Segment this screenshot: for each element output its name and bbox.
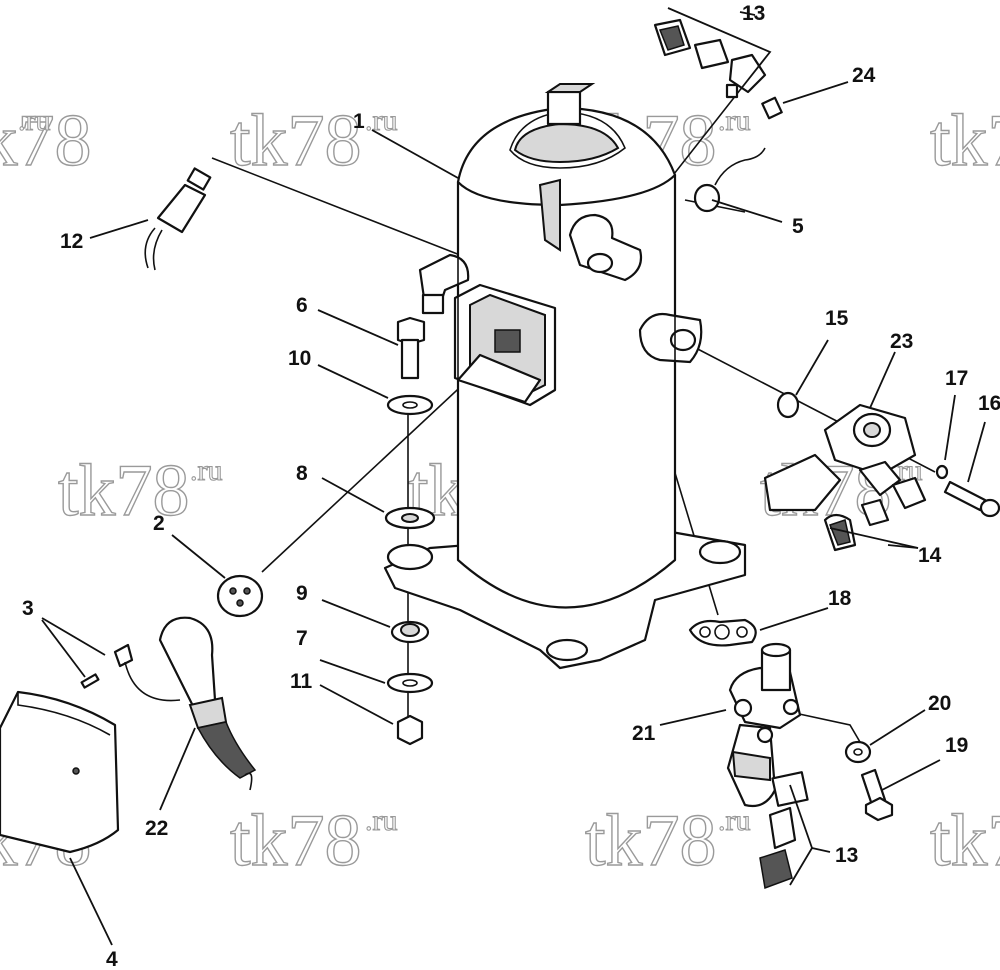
watermark: tk78 xyxy=(929,799,1000,882)
watermark: tk78.ru xyxy=(0,99,92,182)
svg-text:.ru: .ru xyxy=(190,454,223,487)
svg-text:.ru: .ru xyxy=(18,104,51,137)
callout-6: 6 xyxy=(296,294,308,317)
o-ring-15 xyxy=(776,391,800,419)
svg-text:tk78: tk78 xyxy=(930,800,1000,882)
callout-leaders xyxy=(41,7,986,946)
bolt-16 xyxy=(943,480,1000,518)
svg-text:tk78: tk78 xyxy=(930,100,1000,182)
sensor-5 xyxy=(693,147,766,213)
fitting-kit-14 xyxy=(823,498,890,552)
callout-16: 16 xyxy=(978,392,1000,415)
callout-14: 14 xyxy=(918,544,942,567)
svg-text:.ru: .ru xyxy=(718,104,751,137)
svg-text:tk78: tk78 xyxy=(585,800,717,882)
discharge-valve-21 xyxy=(726,642,802,808)
service-valve-23 xyxy=(763,403,927,512)
svg-text:tk78: tk78 xyxy=(58,450,190,532)
o-ring-17 xyxy=(935,464,949,480)
callout-labels: 1 2 3 4 5 6 7 8 9 10 11 12 13 13 14 15 1… xyxy=(22,2,1000,970)
terminal-screws-3 xyxy=(80,643,181,702)
watermark: tk78 xyxy=(929,99,1000,182)
callout-2: 2 xyxy=(153,512,165,535)
callout-5: 5 xyxy=(792,215,804,238)
grommet-2 xyxy=(216,574,264,618)
callout-8: 8 xyxy=(296,462,308,485)
callout-13-bottom: 13 xyxy=(835,844,858,867)
watermark: tk78.ru xyxy=(229,99,398,182)
mounting-hardware xyxy=(384,316,436,746)
fitting-kit-13-bottom xyxy=(759,771,809,890)
plug-connector-22 xyxy=(158,616,257,791)
svg-text:tk78: tk78 xyxy=(0,100,92,182)
svg-text:tk78: tk78 xyxy=(230,800,362,882)
compressor-body xyxy=(383,83,747,670)
svg-text:.ru: .ru xyxy=(365,104,398,137)
svg-text:.ru: .ru xyxy=(718,804,751,837)
callout-7: 7 xyxy=(296,627,308,650)
callout-17: 17 xyxy=(945,367,968,390)
gasket-18 xyxy=(688,618,757,647)
svg-text:tk78: tk78 xyxy=(230,100,362,182)
callout-12: 12 xyxy=(60,230,83,253)
bolt-19 xyxy=(860,768,894,822)
callout-22: 22 xyxy=(145,817,168,840)
callout-15: 15 xyxy=(825,307,849,330)
callout-3: 3 xyxy=(22,597,34,620)
callout-21: 21 xyxy=(632,722,656,745)
callout-20: 20 xyxy=(928,692,951,715)
pressure-switch-12 xyxy=(144,167,212,271)
callout-9: 9 xyxy=(296,582,308,605)
svg-text:.ru: .ru xyxy=(365,804,398,837)
callout-11: 11 xyxy=(290,670,313,693)
callout-18: 18 xyxy=(828,587,852,610)
watermark: tk78.ru xyxy=(229,799,398,882)
callout-10: 10 xyxy=(288,347,311,370)
callout-24: 24 xyxy=(852,64,876,87)
callout-4: 4 xyxy=(106,948,118,970)
callout-23: 23 xyxy=(890,330,913,353)
terminal-cover-4 xyxy=(0,690,120,854)
washer-20 xyxy=(844,740,872,764)
fitting-kit-13-top xyxy=(653,18,783,120)
callout-13-top: 13 xyxy=(742,2,765,25)
watermark: tk78.ru xyxy=(584,799,751,882)
callout-19: 19 xyxy=(945,734,968,757)
callout-1: 1 xyxy=(353,110,365,133)
watermark: tk78.ru xyxy=(57,449,223,532)
